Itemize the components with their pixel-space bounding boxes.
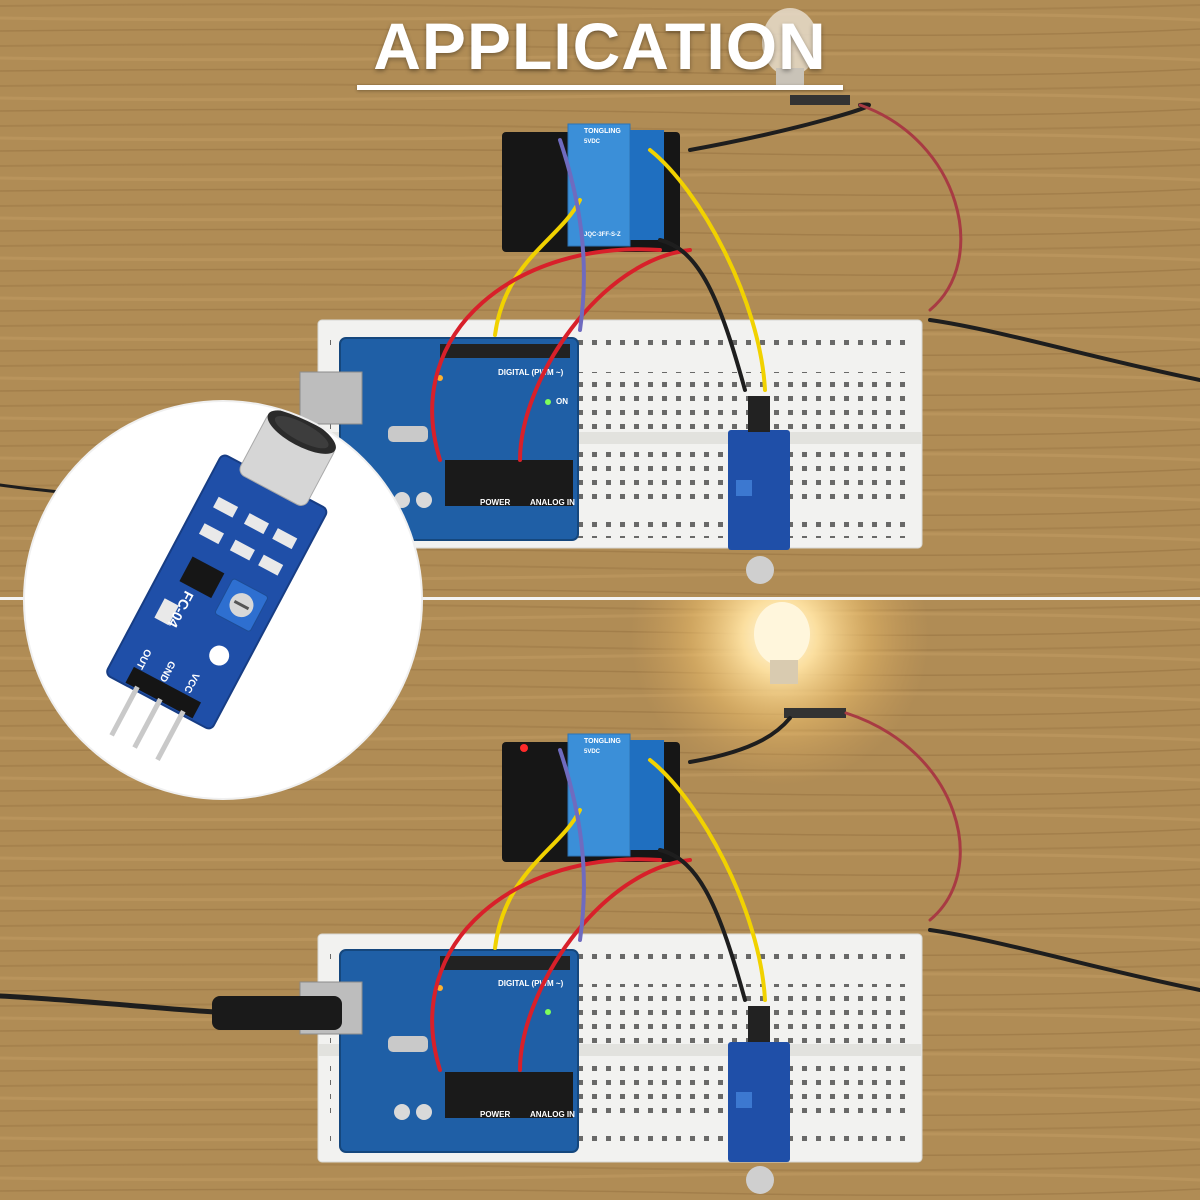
arduino-board [299, 337, 579, 541]
digital-label: DIGITAL (PWM ~) [498, 368, 564, 377]
scene-lamp-on: DIGITAL (PWM ~) POWER ANALOG IN TONGLING… [0, 600, 1200, 1198]
light-bulb-on [754, 602, 846, 718]
panel-divider [0, 597, 1200, 602]
relay-spec: 5VDC [584, 749, 601, 755]
relay-model: JQC-3FF-S-Z [584, 232, 621, 238]
relay-module [502, 733, 680, 862]
analog-label: ANALOG IN [530, 1110, 575, 1119]
bulb-glow [630, 600, 930, 786]
relay-spec: 5VDC [584, 139, 601, 145]
digital-label: DIGITAL (PWM ~) [498, 979, 564, 988]
page-title: APPLICATION [373, 9, 827, 83]
power-jack-cable [0, 993, 342, 1030]
analog-label: ANALOG IN [530, 498, 575, 507]
sound-sensor-closeup [106, 410, 336, 761]
sound-sensor-module [728, 396, 790, 584]
power-label: POWER [480, 498, 510, 507]
sound-sensor-module [728, 1006, 790, 1194]
title-underline [357, 85, 843, 90]
sensor-closeup-inset: FC-04 OUT GND VCC [25, 402, 421, 798]
relay-brand: TONGLING [584, 128, 621, 135]
power-label: POWER [480, 1110, 510, 1119]
jumper-wires [430, 711, 1200, 1072]
arduino-board [299, 949, 579, 1153]
jumper-wires [0, 102, 1200, 494]
light-bulb-off [762, 8, 850, 105]
on-label: ON [556, 397, 568, 406]
relay-brand: TONGLING [584, 738, 621, 745]
relay-module [502, 123, 680, 252]
